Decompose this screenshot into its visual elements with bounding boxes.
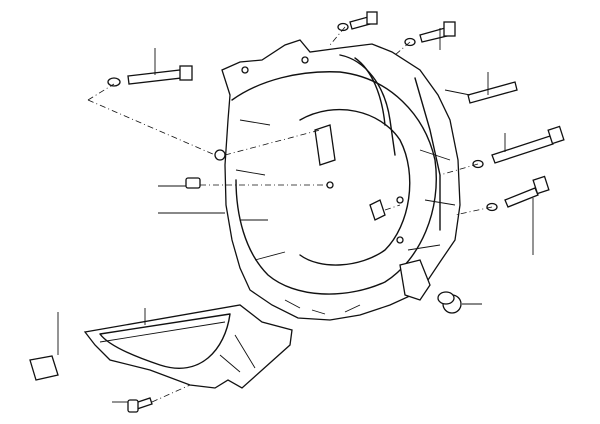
cover-plate[interactable] bbox=[83, 304, 293, 389]
bolt-right-long[interactable] bbox=[472, 125, 565, 169]
bolt-top-center[interactable] bbox=[337, 11, 378, 32]
transmission-bellhousing[interactable] bbox=[214, 39, 461, 321]
leader-lines bbox=[57, 28, 534, 403]
bolt-right-lower[interactable] bbox=[486, 175, 550, 212]
rubber-plug[interactable] bbox=[29, 355, 59, 381]
stud-right[interactable] bbox=[467, 81, 518, 104]
dowel-pin-left[interactable] bbox=[185, 177, 201, 189]
plug[interactable] bbox=[437, 291, 462, 314]
bolt-top-left[interactable] bbox=[107, 65, 193, 87]
washer bbox=[337, 22, 349, 32]
alignment-lines bbox=[87, 26, 493, 403]
bolt-cover-plate[interactable] bbox=[127, 397, 153, 413]
washer bbox=[107, 77, 121, 87]
bolt-top-right[interactable] bbox=[404, 21, 456, 47]
